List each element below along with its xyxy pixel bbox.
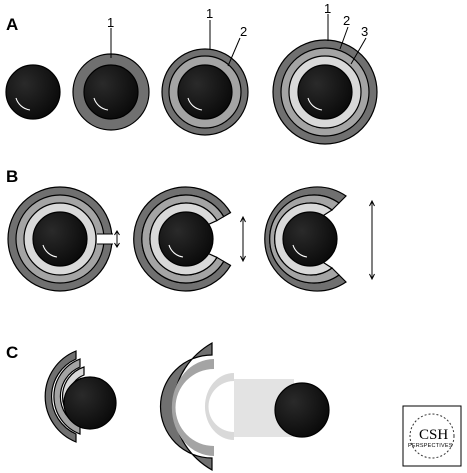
layer-label-3: 3 bbox=[361, 24, 368, 39]
core-circle bbox=[297, 64, 353, 120]
membrane-gap bbox=[97, 234, 113, 244]
arrowhead-down bbox=[369, 273, 375, 281]
layer-2-cup bbox=[171, 359, 214, 456]
panel-c-stage-2 bbox=[159, 341, 330, 472]
panel-label-b: B bbox=[6, 167, 18, 186]
core-circle bbox=[63, 376, 117, 430]
arrowhead-down bbox=[114, 242, 120, 248]
core-highlight bbox=[93, 97, 109, 111]
core-circle bbox=[177, 64, 233, 120]
panel-label-a: A bbox=[6, 15, 18, 34]
panel-b-stage-1 bbox=[7, 186, 120, 292]
logo-frame bbox=[402, 405, 462, 467]
layer-1-cup bbox=[44, 350, 77, 443]
core-circle bbox=[158, 211, 214, 267]
core-highlight bbox=[187, 97, 203, 111]
layer-3-cup bbox=[204, 372, 234, 440]
arrowhead-up bbox=[114, 230, 120, 236]
core-circle bbox=[282, 211, 338, 267]
logo-main-text: CSH bbox=[419, 427, 448, 443]
layer-label-1: 1 bbox=[206, 6, 213, 21]
leader-line-2 bbox=[339, 26, 349, 50]
core-highlight bbox=[42, 244, 58, 258]
arrowhead-down bbox=[240, 255, 246, 263]
csh-perspectives-logo: CSH PERSPECTIVES bbox=[402, 405, 462, 467]
arrowhead-up bbox=[369, 199, 375, 207]
panel-b-stage-3 bbox=[264, 186, 375, 292]
core-circle bbox=[274, 382, 330, 438]
core-circle bbox=[83, 64, 139, 120]
panel-a-stage-0 bbox=[5, 64, 61, 120]
panel-a-stage-3: 1 2 3 bbox=[272, 1, 378, 145]
core-highlight bbox=[15, 97, 31, 111]
panel-b-stage-2 bbox=[133, 186, 246, 292]
core-circle bbox=[5, 64, 61, 120]
core-highlight bbox=[168, 244, 184, 258]
logo-ring bbox=[409, 413, 455, 459]
panel-label-c: C bbox=[6, 343, 18, 362]
panel-c-stage-1 bbox=[44, 350, 117, 443]
leader-line-3 bbox=[350, 37, 367, 65]
leader-line-2 bbox=[227, 37, 241, 67]
panel-a-stage-2: 1 2 bbox=[161, 6, 249, 136]
logo-sub-text: PERSPECTIVES bbox=[408, 443, 453, 449]
arrowhead-up bbox=[240, 215, 246, 223]
core-highlight bbox=[292, 244, 308, 258]
core-highlight bbox=[307, 97, 323, 111]
layer-label-2: 2 bbox=[240, 24, 247, 39]
core-circle bbox=[32, 211, 88, 267]
layer-label-1: 1 bbox=[107, 15, 114, 30]
layer-2-cup bbox=[53, 358, 81, 435]
layer-label-2: 2 bbox=[343, 13, 350, 28]
layer-label-1: 1 bbox=[324, 1, 331, 16]
panel-a-stage-1: 1 bbox=[72, 15, 150, 131]
